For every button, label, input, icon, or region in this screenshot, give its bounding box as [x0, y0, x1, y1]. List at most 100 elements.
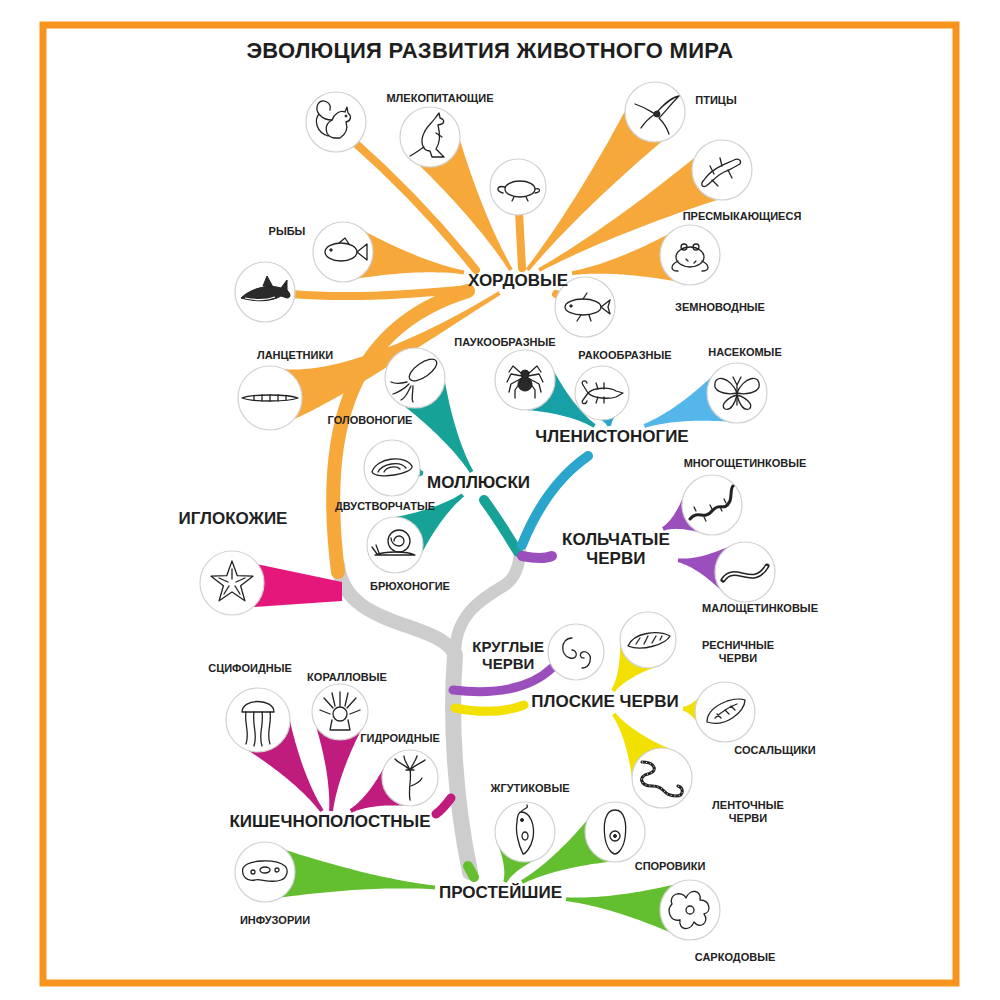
polychaete-picture: [682, 475, 742, 535]
taxon-label: НАСЕКОМЫЕ: [708, 346, 781, 359]
amoeba-picture: [660, 880, 720, 940]
group-label: ЧЛЕНИСТОНОГИЕ: [531, 426, 693, 449]
lizard-picture: [692, 140, 752, 200]
sporozoan-picture: [585, 802, 645, 862]
taxon-circle: ИНФУЗОРИИ: [235, 842, 295, 902]
taxon-circle: ГОЛОВОНОГИЕ: [385, 348, 445, 408]
paramecium-picture: [235, 842, 295, 902]
shark-picture: [235, 262, 295, 322]
taxon-circle: ИГЛОКОЖИЕ: [200, 551, 264, 615]
branch-fan: [281, 850, 436, 898]
euglena-picture: [495, 802, 555, 862]
group-label: ПРОСТЕЙШИЕ: [435, 882, 566, 905]
jellyfish-picture: [226, 688, 290, 752]
fluke-picture: [695, 682, 755, 742]
taxon-label: ЖГУТИКОВЫЕ: [491, 782, 570, 795]
cnidarian-stem: [436, 798, 451, 814]
frog-picture: [660, 225, 720, 285]
branch-fan: [566, 885, 674, 933]
squirrel-picture: [306, 92, 366, 152]
taxon-label: ЛЕНТОЧНЫЕ ЧЕРВИ: [712, 799, 784, 824]
taxon-label: РАКООБРАЗНЫЕ: [578, 349, 671, 362]
taxon-circle: СЦИФОИДНЫЕ: [226, 688, 290, 752]
group-label: КИШЕЧНОПОЛОСТНЫЕ: [225, 811, 435, 834]
taxon-circle: ПТИЦЫ: [625, 82, 685, 142]
taxon-label: СПОРОВИКИ: [635, 860, 706, 873]
group-name: МОЛЛЮСКИ: [423, 474, 534, 493]
taxon-label: ПРЕСМЫКАЮЩИЕСЯ: [683, 210, 802, 223]
group-label: МОЛЛЮСКИ: [423, 472, 534, 495]
taxon-circle: САРКОДОВЫЕ: [660, 880, 720, 940]
taxon-label: ЗЕМНОВОДНЫЕ: [675, 301, 765, 314]
taxon-circle: КРУГЛЫЕ ЧЕРВИ: [548, 624, 604, 680]
taxon-circle: СОСАЛЬЩИКИ: [695, 682, 755, 742]
clam-picture: [364, 440, 420, 496]
taxon-label: ПАУКООБРАЗНЫЕ: [454, 336, 555, 349]
taxon-label: СОСАЛЬЩИКИ: [734, 744, 815, 757]
earthworm-picture: [715, 542, 775, 602]
tapeworm-picture: [632, 748, 692, 808]
taxon-circle: ЛЕНТОЧНЫЕ ЧЕРВИ: [632, 748, 692, 808]
taxon-label: ЛАНЦЕТНИКИ: [257, 349, 333, 362]
taxon-label: МНОГОЩЕТИНКОВЫЕ: [684, 457, 807, 470]
starfish-picture: [200, 551, 264, 615]
group-name: ЧЛЕНИСТОНОГИЕ: [531, 428, 693, 447]
taxon-label: КОРАЛЛОВЫЕ: [307, 671, 387, 684]
taxon-circle: ДВУСТВОРЧАТЫЕ: [364, 440, 420, 496]
flatworm-stem: [455, 705, 524, 711]
taxon-label: РЫБЫ: [269, 225, 306, 238]
taxon-label: БРЮХОНОГИЕ: [370, 580, 450, 593]
taxon-circle: РЕСНИЧНЫЕ ЧЕРВИ: [620, 612, 676, 668]
taxon-circle: СПОРОВИКИ: [585, 802, 645, 862]
taxon-label: РЕСНИЧНЫЕ ЧЕРВИ: [702, 639, 774, 664]
annelid-stem: [522, 556, 552, 558]
mollusc-stem: [484, 500, 518, 552]
taxon-label: ИГЛОКОЖИЕ: [179, 509, 288, 529]
taxon-circle: ЗЕМНОВОДНЫЕ: [660, 225, 720, 285]
taxon-circle: МЛЕКОПИТАЮЩИЕ: [400, 107, 460, 167]
trunk-left: [338, 565, 455, 655]
taxon-circle: ЖГУТИКОВЫЕ: [495, 802, 555, 862]
taxon-label: МАЛОЩЕТИНКОВЫЕ: [702, 602, 818, 615]
snail-picture: [367, 517, 423, 573]
platypus-picture: [490, 159, 546, 215]
group-label: КОЛЬЧАТЫЕ ЧЕРВИ: [562, 529, 678, 571]
taxon-label: ГОЛОВОНОГИЕ: [328, 414, 413, 427]
group-name: ПРОСТЕЙШИЕ: [435, 884, 566, 903]
taxon-circle: НАСЕКОМЫЕ: [707, 363, 767, 423]
taxon-label: КРУГЛЫЕ ЧЕРВИ: [472, 638, 544, 673]
group-name: КИШЕЧНОПОЛОСТНЫЕ: [225, 813, 435, 832]
group-label: ПЛОСКИЕ ЧЕРВИ: [527, 691, 683, 714]
taxon-label: ДВУСТВОРЧАТЫЕ: [335, 500, 435, 513]
taxon-label: ПТИЦЫ: [695, 94, 736, 107]
taxon-label: САРКОДОВЫЕ: [695, 951, 776, 964]
swallow-picture: [625, 82, 685, 142]
kangaroo-picture: [400, 107, 460, 167]
spider-picture: [495, 350, 555, 410]
fish-picture: [313, 222, 373, 282]
group-name: ХОРДОВЫЕ: [464, 272, 572, 291]
branch: [519, 212, 522, 268]
taxon-label: ИНФУЗОРИИ: [240, 914, 310, 927]
taxon-label: СЦИФОИДНЫЕ: [208, 662, 292, 675]
hydroid-picture: [382, 750, 438, 806]
group-name: КОЛЬЧАТЫЕ ЧЕРВИ: [562, 531, 670, 568]
taxon-circle: ЛАНЦЕТНИКИ: [238, 366, 302, 430]
planaria-picture: [620, 612, 676, 668]
group-name: ПЛОСКИЕ ЧЕРВИ: [527, 693, 683, 712]
group-label: ХОРДОВЫЕ: [464, 270, 572, 293]
poster-title: ЭВОЛЮЦИЯ РАЗВИТИЯ ЖИВОТНОГО МИРА: [0, 38, 980, 64]
crayfish-picture: [575, 366, 629, 420]
squid-picture: [385, 348, 445, 408]
roundworm-picture: [548, 624, 604, 680]
lancelet-picture: [238, 366, 302, 430]
taxon-circle: ГИДРОИДНЫЕ: [382, 750, 438, 806]
taxon-circle: ПАУКООБРАЗНЫЕ: [495, 350, 555, 410]
taxon-circle: БРЮХОНОГИЕ: [367, 517, 423, 573]
butterfly-picture: [707, 363, 767, 423]
poster-frame: [43, 25, 956, 983]
protozoa-stem: [468, 866, 474, 877]
